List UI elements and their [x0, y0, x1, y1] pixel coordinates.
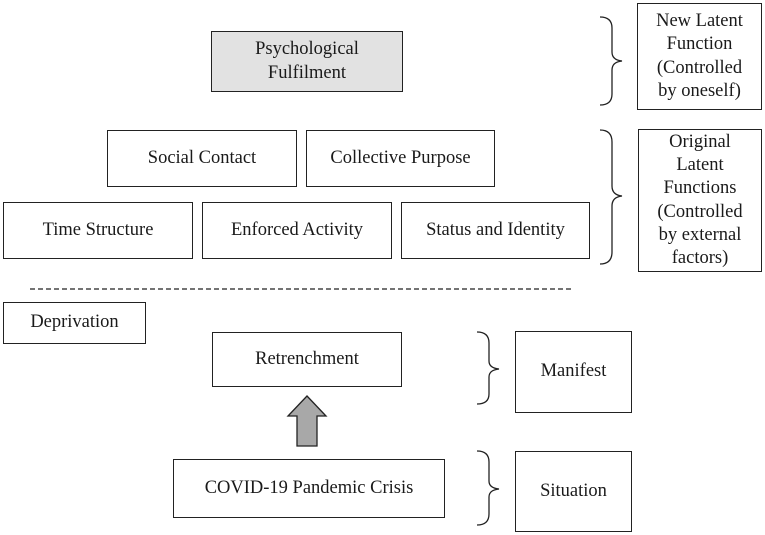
up-arrow-icon [286, 395, 328, 447]
manifest-label: Manifest [515, 331, 632, 413]
situation-label: Situation [515, 451, 632, 532]
new-latent-function-label: New Latent Function (Controlled by onese… [637, 3, 762, 110]
brace-situation [476, 450, 500, 526]
psychological-fulfilment-box: Psychological Fulfilment [211, 31, 403, 92]
social-contact-box: Social Contact [107, 130, 297, 187]
deprivation-box: Deprivation [3, 302, 146, 344]
status-identity-box: Status and Identity [401, 202, 590, 259]
brace-original-latent [599, 129, 623, 265]
time-structure-box: Time Structure [3, 202, 193, 259]
covid-crisis-box: COVID-19 Pandemic Crisis [173, 459, 445, 518]
collective-purpose-box: Collective Purpose [306, 130, 495, 187]
retrenchment-box: Retrenchment [212, 332, 402, 387]
brace-manifest [476, 331, 500, 405]
brace-new-latent [599, 16, 623, 106]
original-latent-functions-label: Original Latent Functions (Controlled by… [638, 129, 762, 272]
enforced-activity-box: Enforced Activity [202, 202, 392, 259]
